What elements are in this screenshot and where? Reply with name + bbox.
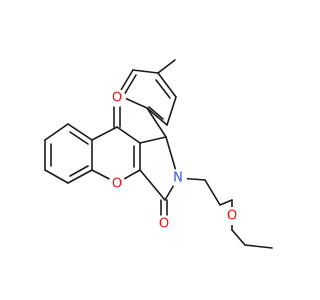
molecule-canvas: O O O N O [44, 59, 273, 249]
atom-label: O [227, 209, 237, 224]
bond [44, 169, 69, 184]
bond [69, 131, 89, 145]
atom-oxygen-lactam: O [155, 215, 173, 233]
atom-oxygen-ether: O [223, 207, 241, 225]
atom-nitrogen: N [169, 169, 187, 187]
atom-oxygen-ring: O [108, 175, 126, 193]
bond [139, 136, 167, 144]
bond [67, 169, 93, 184]
atom-label: O [112, 91, 122, 106]
bond [166, 96, 177, 126]
atom-mask [155, 215, 173, 233]
atom-mask [108, 175, 126, 193]
molecule-structure: O O O N O [44, 59, 273, 249]
bond [69, 165, 89, 177]
atom-mask [223, 207, 241, 225]
atom-label: N [173, 171, 183, 186]
bond [204, 179, 221, 206]
bond [139, 169, 166, 201]
bond [157, 72, 177, 98]
atom-layer: O O O N O [108, 89, 241, 233]
bond [146, 107, 168, 126]
bond [244, 244, 273, 249]
atom-label: O [112, 177, 122, 192]
bond [148, 106, 164, 120]
bond [132, 69, 159, 74]
bond [91, 126, 118, 141]
bond [44, 123, 69, 141]
bond [219, 199, 233, 206]
atom-oxygen-ketone: O [108, 89, 126, 107]
atom-mask [108, 89, 126, 107]
bond [231, 229, 246, 246]
bond [123, 74, 137, 96]
bond [155, 79, 171, 99]
bond [146, 107, 167, 138]
bond [157, 59, 176, 74]
bond [116, 126, 141, 144]
bond [67, 123, 93, 141]
atom-mask [169, 169, 187, 187]
atom-label: O [159, 217, 169, 232]
